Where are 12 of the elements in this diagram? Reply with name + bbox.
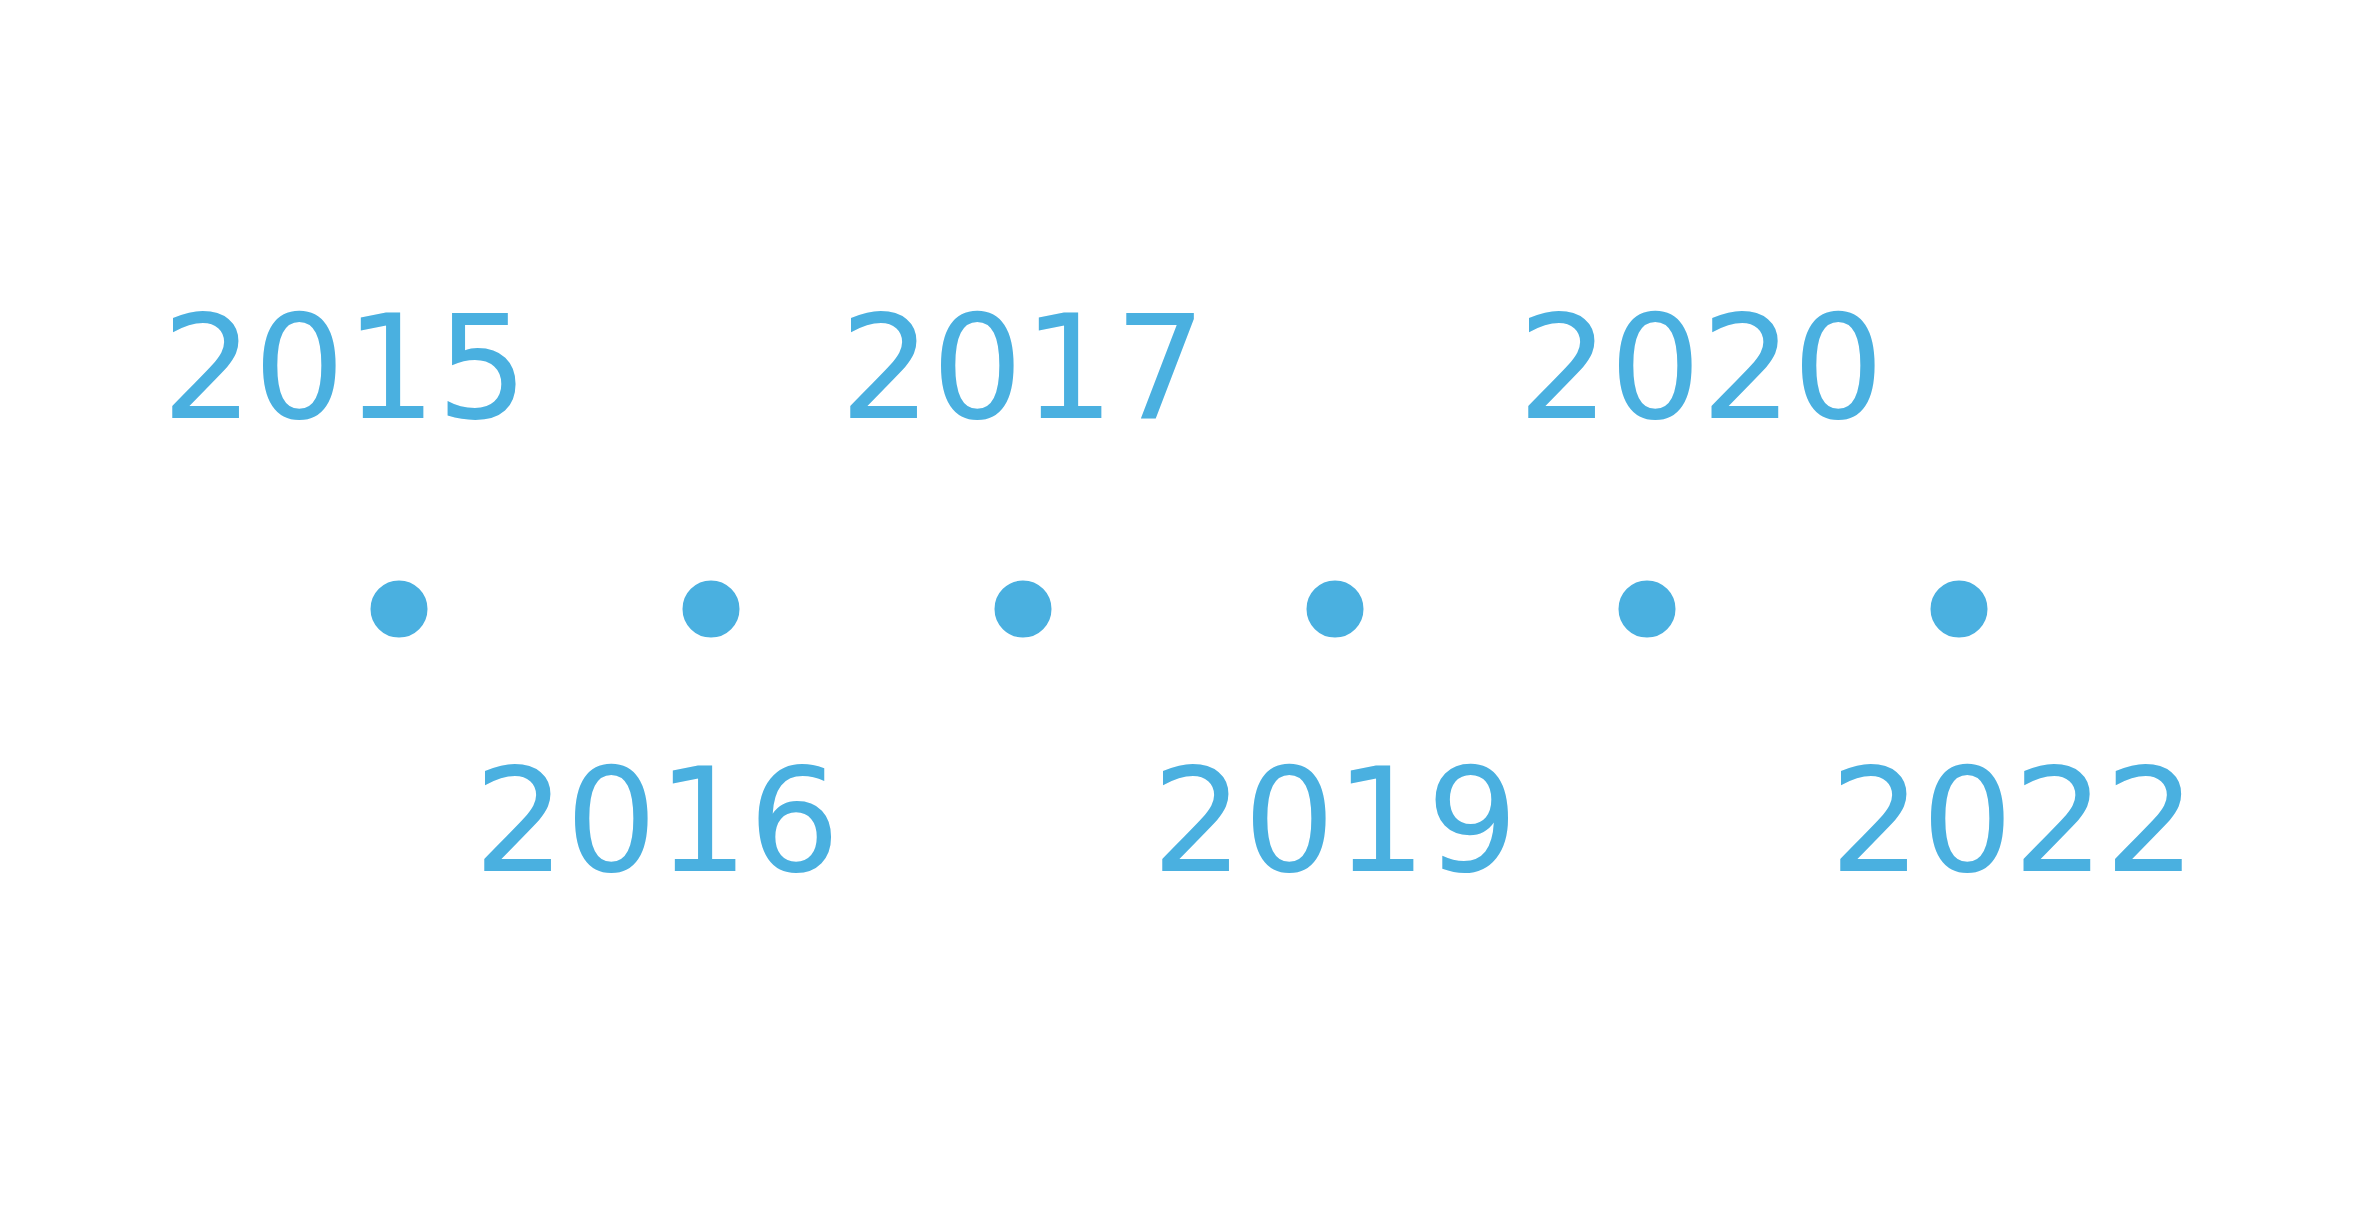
node-label: 2015: [161, 284, 528, 453]
node-label: 2022: [1829, 737, 2196, 906]
node-label: 2017: [839, 284, 1206, 453]
node-circle: [1306, 580, 1363, 638]
node-circle: [994, 580, 1051, 638]
node-label: 2019: [1151, 737, 1518, 906]
node-circle: [370, 580, 427, 638]
node-label: 2020: [1517, 284, 1884, 453]
node-circle: [1618, 580, 1675, 638]
node-circle: [1930, 580, 1987, 638]
node-label: 2016: [473, 737, 840, 906]
node-circle: [682, 580, 739, 638]
